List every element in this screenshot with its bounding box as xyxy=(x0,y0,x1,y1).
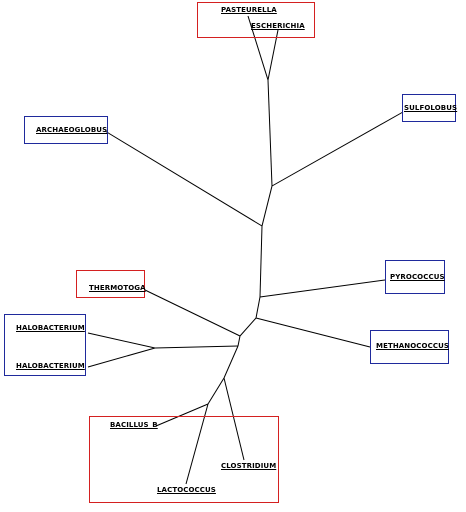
branch-pasteurella xyxy=(247,15,269,81)
branch-halobacterium-1 xyxy=(87,332,156,349)
taxon-pasteurella: PASTEURELLA xyxy=(221,6,277,14)
branch-halobacterium-internal xyxy=(154,345,239,349)
branch-mid-internal xyxy=(259,225,263,298)
branch-escherichia xyxy=(267,29,279,81)
taxon-clostridium: CLOSTRIDIUM xyxy=(221,462,277,470)
branch-lower-internal-2 xyxy=(207,377,225,405)
sulfolobus-box xyxy=(402,94,456,122)
branch-lactococcus xyxy=(185,403,209,485)
lower-clade-box xyxy=(89,416,279,503)
branch-pyrococcus xyxy=(259,279,386,298)
branch-clostridium xyxy=(223,377,245,461)
branch-halobacterium-2 xyxy=(87,347,156,368)
halobacterium-box xyxy=(4,314,86,376)
taxon-archaeoglobus: ARCHAEOGLOBUS xyxy=(36,126,108,134)
branch-center-lower xyxy=(239,317,257,337)
branch-top-to-mid xyxy=(261,185,273,227)
taxon-halobacterium-2: HALOBACTERIUM xyxy=(16,362,85,370)
branch-archaeoglobus xyxy=(104,130,263,227)
branch-lower-internal xyxy=(223,345,239,379)
taxon-lactococcus: LACTOCOCCUS xyxy=(157,486,216,494)
thermotoga-box xyxy=(76,270,145,298)
pyrococcus-box xyxy=(385,260,445,294)
methanococcus-box xyxy=(370,330,449,364)
pasteurella-escherichia-box xyxy=(197,2,315,38)
taxon-halobacterium-1: HALOBACTERIUM xyxy=(16,324,85,332)
branch-top-internal xyxy=(267,79,273,187)
branch-center xyxy=(255,296,261,319)
archaeoglobus-box xyxy=(24,116,108,144)
branch-methanococcus xyxy=(255,317,371,348)
taxon-sulfolobus: SULFOLOBUS xyxy=(404,104,458,112)
taxon-pyrococcus: PYROCOCCUS xyxy=(390,273,445,281)
taxon-escherichia: ESCHERICHIA xyxy=(251,22,305,30)
taxon-methanococcus: METHANOCOCCUS xyxy=(376,342,449,350)
branch-halobacterium-stem xyxy=(237,335,241,347)
taxon-bacillus: BACILLUS_B xyxy=(110,421,158,429)
branch-sulfolobus xyxy=(271,111,404,187)
branch-bacillus xyxy=(155,403,209,427)
branch-thermotoga xyxy=(144,289,241,337)
taxon-thermotoga: THERMOTOGA xyxy=(89,284,146,292)
